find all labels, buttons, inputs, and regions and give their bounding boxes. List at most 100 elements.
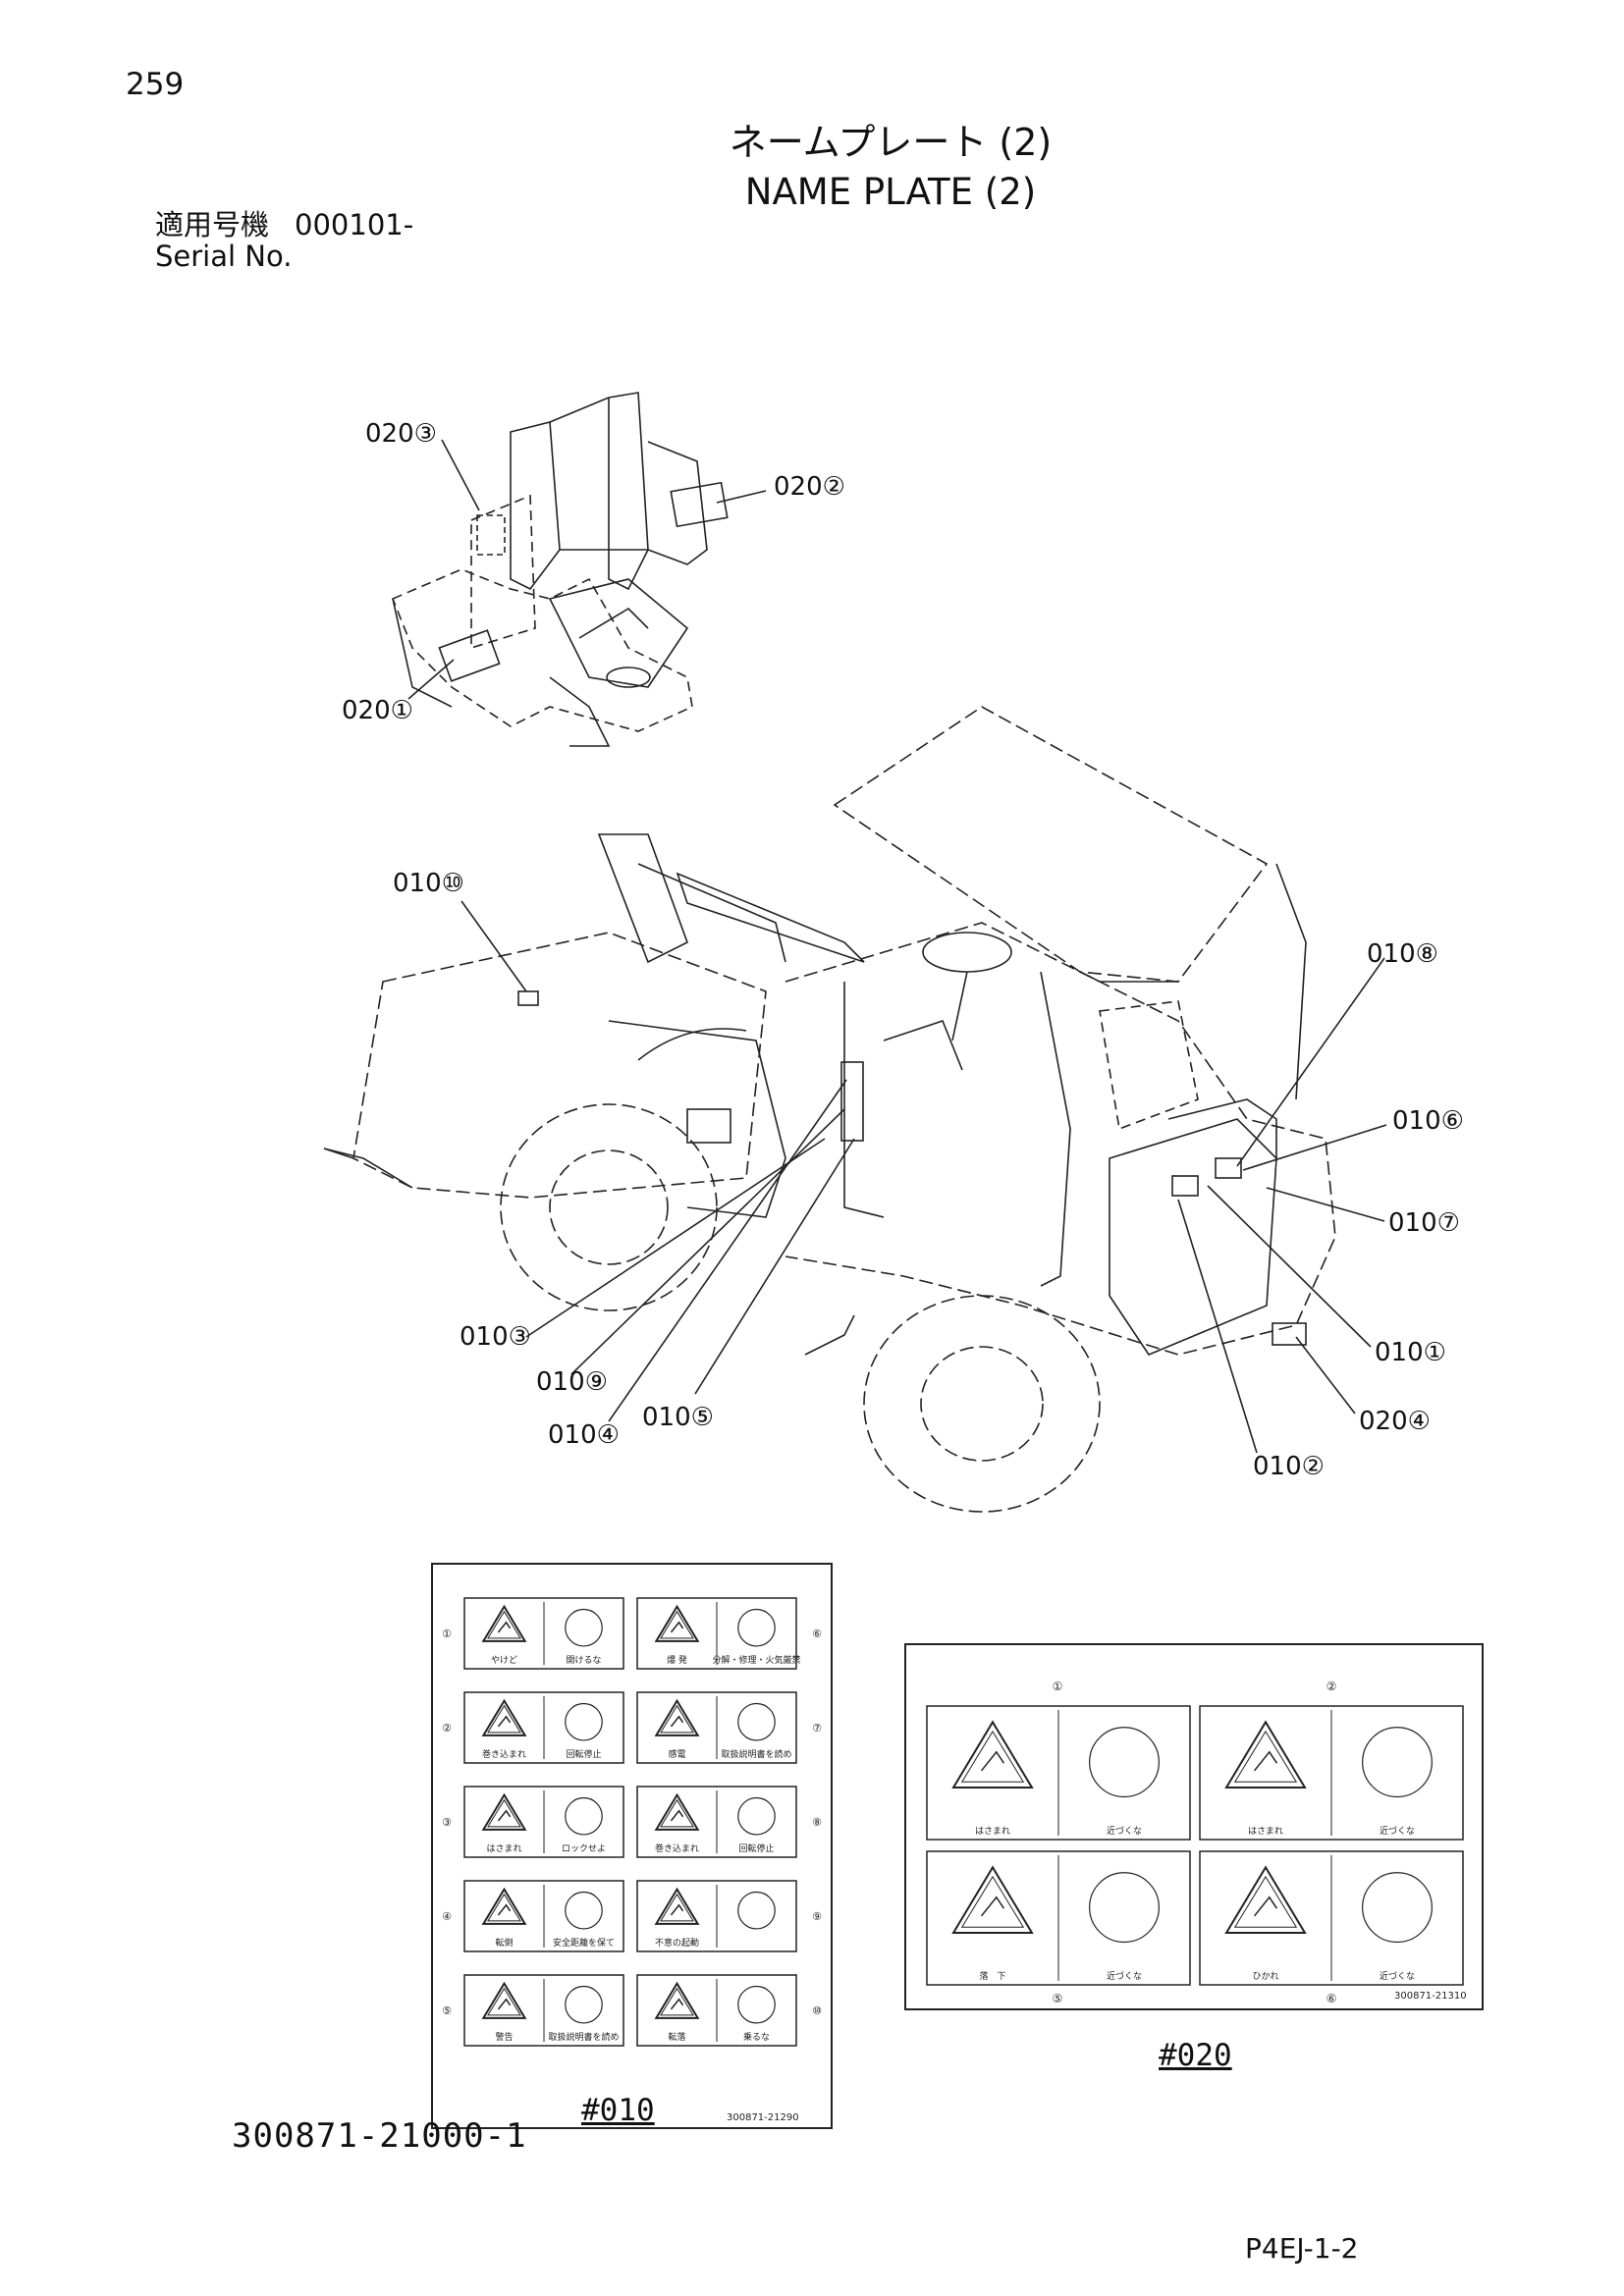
sheet-020-index-bottom-2: ⑥ — [1326, 1992, 1337, 2005]
sheet-010-decal-6-caption-b: 分解・修理・火気厳禁 — [712, 1654, 800, 1666]
sheet-010-decal-4-pictogram-icon — [565, 1891, 603, 1930]
callout-010-4: 010④ — [548, 1420, 620, 1450]
sheet-020-decal-1-warning-triangle-icon — [951, 1720, 1034, 1789]
sheet-010-decal-2-pictogram-icon — [565, 1702, 603, 1741]
sheet-010-decal-8-warning-triangle-icon — [654, 1792, 700, 1831]
sheet-020-decal-4-pictogram-icon — [1362, 1872, 1433, 1944]
sheet-020-decal-3-pictogram-icon — [1089, 1872, 1160, 1944]
sheet-010-decal-1-caption-b: 開けるな — [566, 1655, 601, 1666]
sheet-020-decal-1-frame — [926, 1705, 1191, 1841]
sheet-010-decal-6-caption-a: 爆 発 — [667, 1654, 687, 1666]
leader-lines — [407, 439, 1387, 1454]
sheet-010-index-left-1: ① — [442, 1628, 452, 1640]
callout-020-2: 020② — [774, 472, 845, 502]
sheet-010-decal-3-caption-b: ロックせよ — [562, 1843, 606, 1854]
sheet-010-decal-9-frame — [636, 1880, 797, 1952]
sheet-010-decal-1-caption-a: やけど — [491, 1655, 517, 1666]
sheet-020-decal-2-pictogram-icon — [1362, 1727, 1433, 1798]
sheet-010-decal-3-warning-triangle-icon — [481, 1792, 527, 1831]
sheet-010-decal-7-pictogram-icon — [737, 1702, 776, 1741]
sheet-010-decal-1-frame — [463, 1597, 624, 1670]
sheet-010-left-column: やけど開けるな①巻き込まれ回転停止②はさまれロックせよ③転倒安全距離を保て④警告… — [442, 1597, 624, 2047]
frame-detail-drawing — [391, 392, 729, 747]
sheet-020-decal-4-frame — [1199, 1850, 1464, 1986]
callout-010-6: 010⑥ — [1392, 1106, 1464, 1136]
sheet-020-decal-4-caption-a: ひかれ — [1252, 1971, 1278, 1982]
sheet-020-decal-2-caption-a: はさまれ — [1248, 1826, 1283, 1837]
sheet-020-label: #020 — [1159, 2038, 1232, 2073]
sheet-010-decal-8-caption-a: 巻き込まれ — [655, 1842, 699, 1854]
sheet-010-decal-6-pictogram-icon — [737, 1608, 776, 1647]
sheet-010-index-right-6: ⑥ — [812, 1628, 822, 1640]
callout-020-3: 020③ — [365, 419, 437, 449]
sheet-020-decal-3-caption-a: 落 下 — [979, 1970, 1005, 1982]
sheet-020-index-top-2: ② — [1326, 1680, 1337, 1693]
sheet-010-decal-7-frame — [636, 1691, 797, 1764]
sheet-010-decal-5-caption-a: 警告 — [495, 2031, 513, 2043]
sheet-010-decal-5-pictogram-icon — [565, 1985, 603, 2024]
document-number: 300871-21000-1 — [232, 2116, 527, 2156]
sheet-010-index-left-4: ④ — [442, 1910, 452, 1923]
callout-010-9: 010⑨ — [536, 1367, 608, 1397]
decal-sheet-010: やけど開けるな①巻き込まれ回転停止②はさまれロックせよ③転倒安全距離を保て④警告… — [431, 1563, 833, 2129]
callout-010-1: 010① — [1375, 1338, 1446, 1367]
sheet-020-decal-4-caption-b: 近づくな — [1380, 1970, 1415, 1982]
sheet-020-decal-1-pictogram-icon — [1089, 1727, 1160, 1798]
sheet-010-code: 300871-21290 — [727, 2112, 799, 2123]
sheet-010-decal-9-warning-triangle-icon — [654, 1887, 700, 1925]
sheet-010-decal-5-caption-b: 取扱説明書を読め — [548, 2031, 619, 2043]
page-title-japanese: ネームプレート (2) — [729, 121, 1053, 164]
sheet-010-decal-2-frame — [463, 1691, 624, 1764]
sheet-010-decal-3-frame — [463, 1786, 624, 1858]
sheet-010-decal-1-pictogram-icon — [565, 1608, 603, 1647]
sheet-010-decal-9-caption-a: 不意の起動 — [655, 1937, 699, 1949]
callout-010-3: 010③ — [460, 1322, 531, 1352]
serial-label-english: Serial No. — [155, 240, 293, 273]
wheel-loader-drawing — [323, 706, 1336, 1513]
sheet-020-decal-3-frame — [926, 1850, 1191, 1986]
sheet-010-index-left-2: ② — [442, 1722, 452, 1735]
sheet-010-decal-7-caption-b: 取扱説明書を読め — [721, 1748, 791, 1760]
sheet-010-decal-5-frame — [463, 1974, 624, 2047]
sheet-010-decal-4-frame — [463, 1880, 624, 1952]
sheet-010-decal-4-caption-b: 安全距離を保て — [553, 1937, 615, 1949]
sheet-010-decal-1-warning-triangle-icon — [481, 1604, 527, 1642]
sheet-010-decal-10-pictogram-icon — [737, 1985, 776, 2024]
sheet-020-index-top-1: ① — [1053, 1680, 1063, 1693]
sheet-010-index-right-8: ⑧ — [812, 1816, 822, 1829]
sheet-020-decal-2-caption-b: 近づくな — [1380, 1825, 1415, 1837]
callout-010-8: 010⑧ — [1367, 939, 1438, 969]
sheet-010-index-right-7: ⑦ — [812, 1722, 822, 1735]
page-number: 259 — [126, 67, 185, 102]
sheet-010-decal-6-frame — [636, 1597, 797, 1670]
sheet-010-decal-9-pictogram-icon — [737, 1891, 776, 1930]
sheet-010-decal-7-caption-a: 感電 — [668, 1748, 685, 1760]
sheet-010-right-column: 爆 発 分解・修理・火気厳禁 ⑥ 感電 取扱説明書を読め ⑦ 巻き込まれ 回転停止 ⑧ 不意の起動… — [636, 1597, 822, 2047]
sheet-010-index-right-9: ⑨ — [812, 1910, 822, 1923]
sheet-020-decal-3-caption-b: 近づくな — [1107, 1970, 1142, 1982]
sheet-020-decal-2-frame — [1199, 1705, 1464, 1841]
sheet-010-decal-7-warning-triangle-icon — [654, 1698, 700, 1736]
sheet-010-decal-3-caption-a: はさまれ — [486, 1843, 521, 1854]
sheet-020-decal-1-caption-b: 近づくな — [1107, 1825, 1142, 1837]
serial-label-japanese: 適用号機 — [155, 208, 270, 241]
sheet-010-decal-5-warning-triangle-icon — [481, 1981, 527, 2019]
sheet-020-decal-3-warning-triangle-icon — [951, 1865, 1034, 1934]
sheet-020-code: 300871-21310 — [1394, 1991, 1467, 2002]
sheet-010-decal-6-warning-triangle-icon — [654, 1604, 700, 1642]
sheet-010-index-right-10: ⑩ — [812, 2004, 822, 2017]
callout-010-7: 010⑦ — [1388, 1208, 1460, 1238]
callout-020-1: 020① — [342, 696, 413, 725]
sheet-020-decal-2-warning-triangle-icon — [1224, 1720, 1307, 1789]
sheet-010-decal-10-caption-a: 転落 — [668, 2031, 685, 2043]
sheet-010-decal-10-warning-triangle-icon — [654, 1981, 700, 2019]
sheet-010-index-left-5: ⑤ — [442, 2004, 452, 2017]
sheet-010-decal-3-pictogram-icon — [565, 1796, 603, 1836]
sheet-010-decal-8-caption-b: 回転停止 — [738, 1842, 774, 1854]
sheet-010-decal-8-frame — [636, 1786, 797, 1858]
sheet-010-decal-2-caption-a: 巻き込まれ — [482, 1748, 526, 1760]
